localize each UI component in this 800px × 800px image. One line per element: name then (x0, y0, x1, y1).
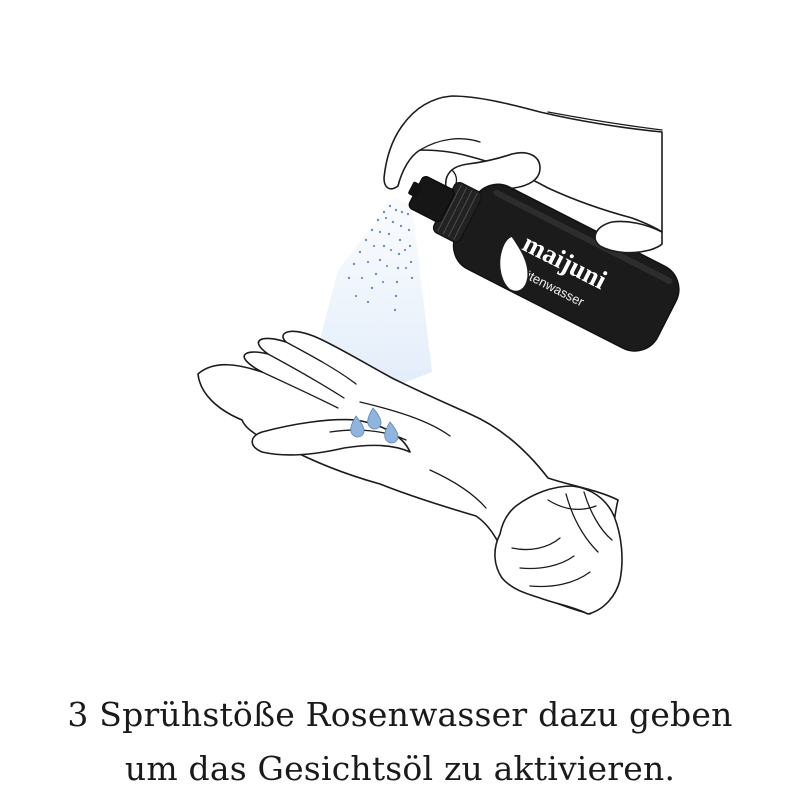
spray-illustration: maijuni Blütenwasser (197, 95, 680, 615)
spraying-hand (383, 95, 663, 233)
caption-line-2: um das Gesichtsöl zu aktivieren. (124, 749, 676, 788)
receiving-hand (197, 330, 623, 615)
caption-line-1: 3 Sprühstöße Rosenwasser dazu geben (67, 695, 733, 734)
water-drops (350, 407, 399, 444)
instruction-caption: 3 Sprühstöße Rosenwasser dazu geben um d… (0, 688, 800, 796)
spraying-hand-thumb (498, 220, 663, 293)
water-drop-icon (384, 421, 399, 444)
spray-mist (312, 198, 432, 398)
water-drop-icon (367, 407, 382, 430)
water-drop-icon (350, 415, 365, 438)
